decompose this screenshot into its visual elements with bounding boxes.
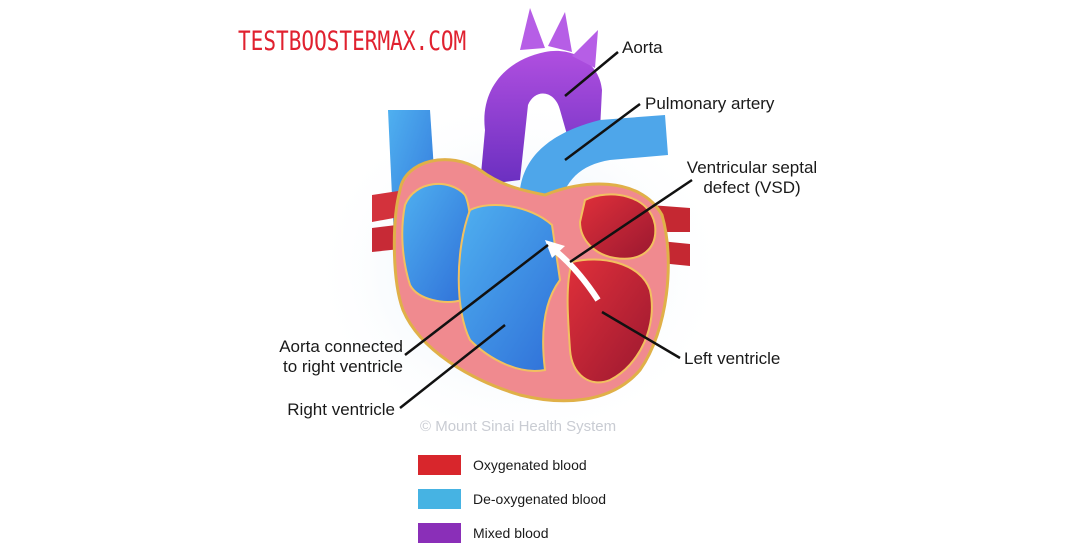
legend-label: De-oxygenated blood: [473, 491, 607, 507]
right-ventricle: [457, 204, 562, 372]
leader-pulmonary-artery: [564, 102, 641, 162]
pulmonary-artery-vessel: [520, 115, 668, 210]
leader-aorta-rv: [404, 244, 549, 356]
legend-label: Mixed blood: [473, 525, 549, 541]
legend-swatch-oxygenated: [418, 455, 461, 475]
leader-vsd: [569, 178, 693, 264]
label-pulmonary-artery: Pulmonary artery: [645, 94, 775, 113]
leader-right-ventricle: [399, 324, 506, 409]
label-vsd: Ventricular septal defect (VSD): [672, 158, 832, 198]
legend-item: Oxygenated blood: [418, 448, 606, 482]
vsd-arrowhead: [545, 240, 565, 258]
label-vsd-line2: defect (VSD): [703, 178, 801, 197]
label-aorta-connected-rv: Aorta connected to right ventricle: [238, 337, 403, 377]
label-left-ventricle: Left ventricle: [684, 349, 781, 368]
copyright-text: © Mount Sinai Health System: [420, 418, 617, 435]
aorta-branches: [520, 8, 598, 68]
leader-aorta: [564, 51, 619, 97]
label-right-ventricle: Right ventricle: [287, 400, 395, 419]
legend-swatch-deoxygenated: [418, 489, 461, 509]
aorta-vessel: [480, 50, 602, 186]
label-aorta-rv-line1: Aorta connected: [279, 337, 403, 356]
label-aorta-rv-line2: to right ventricle: [283, 357, 403, 376]
leader-left-ventricle: [601, 310, 681, 360]
legend-label: Oxygenated blood: [473, 457, 587, 473]
watermark-text: TESTBOOSTERMAX.COM: [238, 26, 467, 57]
label-vsd-line1: Ventricular septal: [686, 158, 818, 177]
legend: Oxygenated blood De-oxygenated blood Mix…: [418, 448, 606, 550]
legend-item: De-oxygenated blood: [418, 482, 606, 516]
legend-swatch-mixed: [418, 523, 461, 543]
label-aorta: Aorta: [622, 38, 663, 57]
legend-item: Mixed blood: [418, 516, 606, 550]
